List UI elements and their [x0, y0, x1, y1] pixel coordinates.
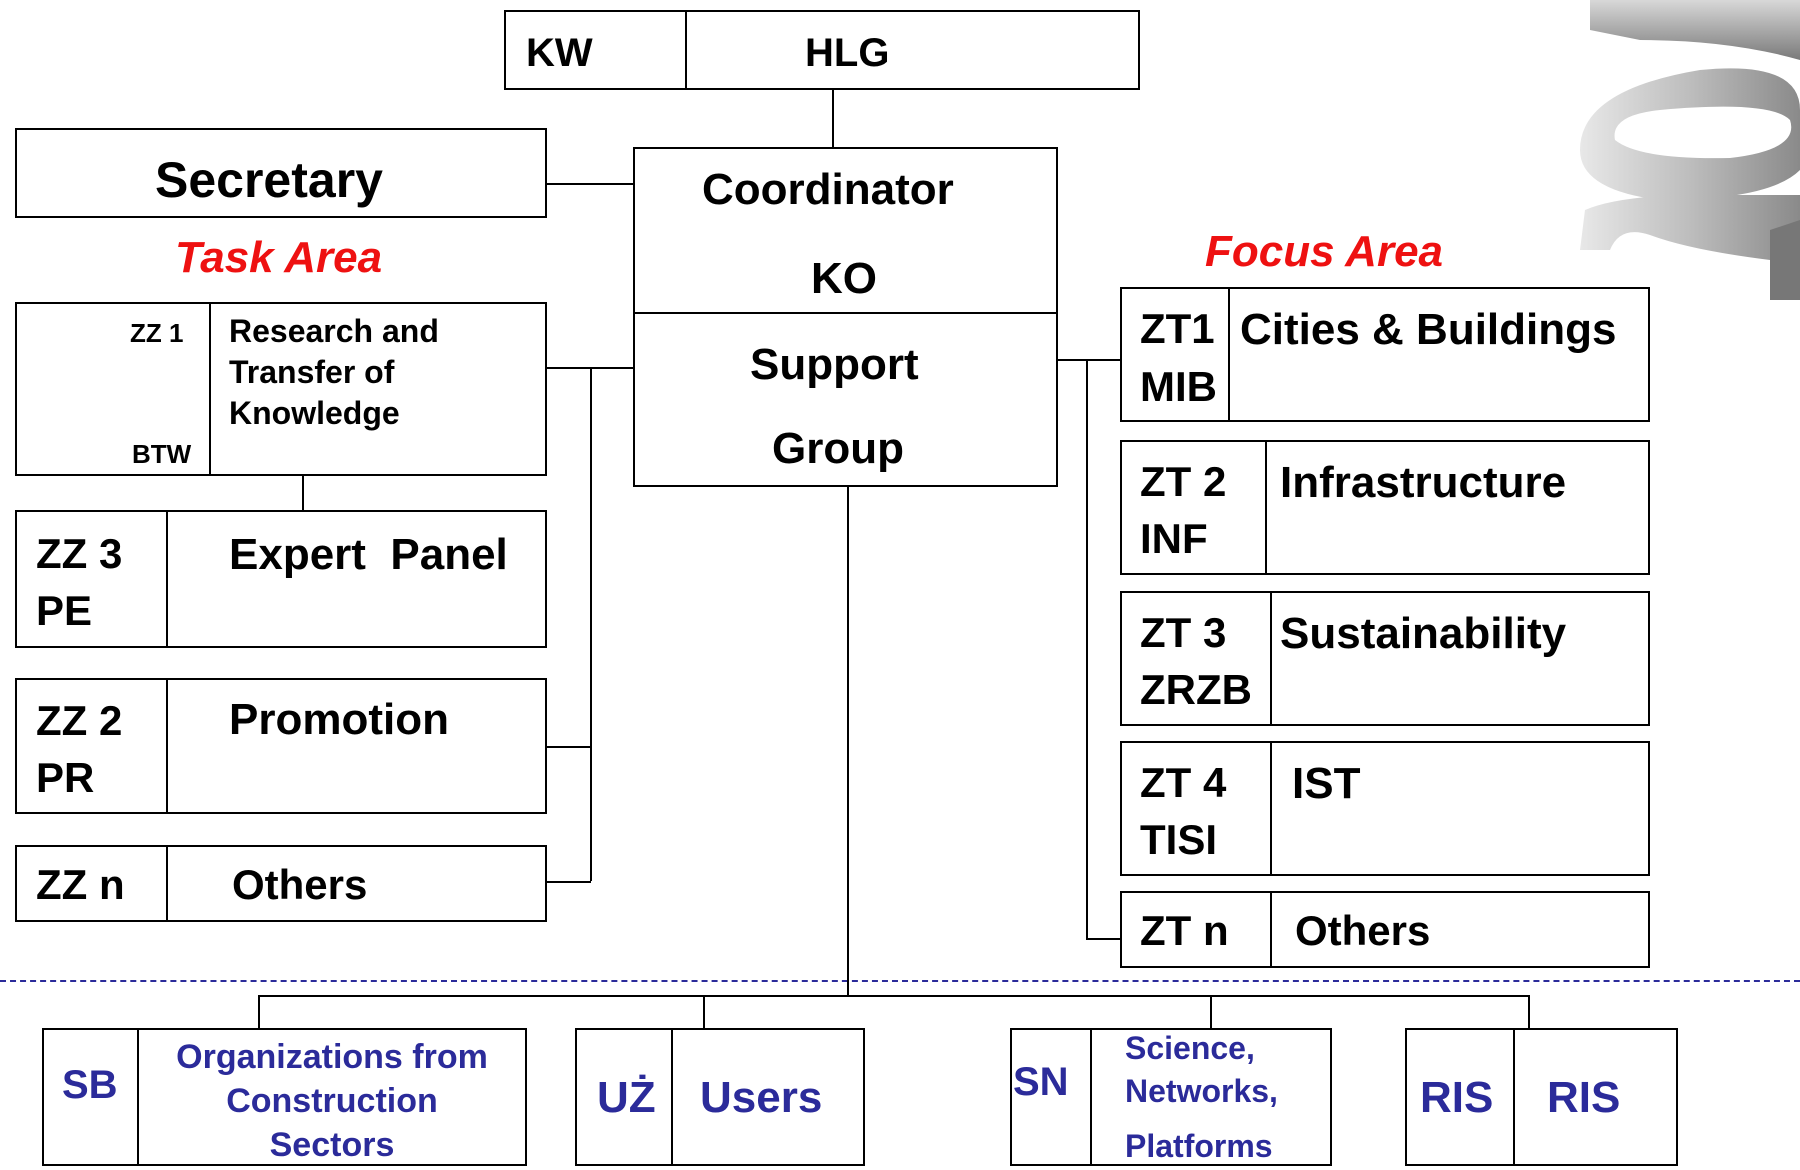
focus-branch-ztn: [1086, 938, 1120, 940]
zt1-box: [1120, 287, 1650, 422]
secretary-label: Secretary: [155, 152, 383, 208]
bottom-branch-uz: [703, 995, 705, 1028]
zt1-code-line1: ZT1: [1140, 305, 1215, 352]
uz-divider: [671, 1028, 673, 1166]
zt1-divider: [1228, 287, 1230, 422]
zz3-code-line1: ZZ 3: [36, 530, 123, 577]
connector-zz1-zz3: [302, 476, 304, 510]
sn-label-line1: Science,: [1125, 1030, 1255, 1066]
zt2-label: Infrastructure: [1280, 458, 1567, 507]
coordinator-label: Coordinator: [702, 165, 954, 214]
hlg-label: HLG: [805, 31, 890, 75]
sb-code: SB: [62, 1063, 118, 1107]
zt2-code-line1: ZT 2: [1140, 458, 1227, 505]
zz3-code-line2: PE: [36, 587, 93, 634]
zzn-box: [15, 845, 547, 922]
sb-label: Organizations from Construction Sectors: [139, 1035, 525, 1167]
zt4-label: IST: [1292, 759, 1361, 808]
sb-label-line1: Organizations from: [176, 1038, 488, 1076]
zzn-label: Others: [232, 861, 368, 908]
decorative-year-graphic: [1580, 0, 1800, 300]
task-branch-zz2: [547, 746, 591, 748]
ris-box: [1405, 1028, 1678, 1166]
sn-label-line3: Platforms: [1125, 1128, 1273, 1164]
zz1-box: [15, 302, 547, 476]
zt2-code-line2: INF: [1140, 515, 1208, 562]
zt3-label: Sustainability: [1280, 609, 1567, 658]
ztn-code: ZT n: [1140, 907, 1229, 954]
dashed-separator: [0, 980, 1800, 982]
zz2-label: Promotion: [229, 695, 449, 744]
connector-hlg-coordinator: [832, 90, 834, 148]
zt3-code-line1: ZT 3: [1140, 609, 1227, 656]
zt2-box: [1120, 440, 1650, 575]
focus-area-title: Focus Area: [1205, 227, 1444, 276]
kw-label: KW: [526, 31, 593, 75]
secretary-box: [15, 128, 547, 218]
bottom-branch-ris: [1528, 995, 1530, 1028]
hlg-divider: [685, 10, 687, 90]
zz3-label: Expert Panel: [229, 530, 508, 579]
support-label: Support: [750, 340, 919, 389]
sn-code: SN: [1013, 1060, 1069, 1104]
ztn-divider: [1270, 891, 1272, 968]
zt3-code-line2: ZRZB: [1140, 666, 1252, 713]
uz-label: Users: [700, 1073, 823, 1122]
uz-code: UŻ: [597, 1073, 656, 1122]
sn-label-line2: Networks,: [1125, 1073, 1278, 1109]
zt2-divider: [1265, 440, 1267, 575]
support-group-box: [633, 312, 1058, 487]
bottom-branch-sn: [1210, 995, 1212, 1028]
connector-secretary-coordinator: [547, 183, 633, 185]
zt4-box: [1120, 741, 1650, 876]
sn-box: [1010, 1028, 1332, 1166]
zz1-code-top: ZZ 1: [130, 318, 184, 348]
task-area-title: Task Area: [175, 233, 383, 282]
ris-code: RIS: [1420, 1073, 1494, 1122]
zzn-divider: [166, 845, 168, 922]
zt4-code-line2: TISI: [1140, 816, 1218, 863]
zz2-box: [15, 678, 547, 814]
zz1-code-bottom: BTW: [132, 439, 192, 469]
sb-label-line2: Construction: [226, 1082, 438, 1120]
zt3-box: [1120, 591, 1650, 726]
connector-support-focus-tree: [1058, 359, 1120, 361]
group-label: Group: [772, 424, 904, 473]
zt1-code-line2: MIB: [1140, 363, 1217, 410]
zt3-divider: [1270, 591, 1272, 726]
ris-divider: [1513, 1028, 1515, 1166]
ris-label: RIS: [1547, 1073, 1621, 1122]
uz-box: [575, 1028, 865, 1166]
zt1-label: Cities & Buildings: [1240, 305, 1617, 354]
zz1-label-line3: Knowledge: [229, 395, 400, 431]
ko-label: KO: [811, 254, 877, 303]
zt4-divider: [1270, 741, 1272, 876]
hlg-box: [504, 10, 1140, 90]
sb-divider: [137, 1028, 139, 1166]
zz2-code-line2: PR: [36, 754, 95, 801]
ztn-box: [1120, 891, 1650, 968]
zz1-label-line1: Research and: [229, 313, 439, 349]
zt4-code-line1: ZT 4: [1140, 759, 1227, 806]
zzn-code: ZZ n: [36, 861, 125, 908]
bottom-tree-bar: [258, 995, 1528, 997]
sb-label-line3: Sectors: [269, 1126, 395, 1164]
task-branch-zzn: [547, 881, 591, 883]
zz1-divider: [209, 302, 211, 476]
sb-box: [42, 1028, 527, 1166]
task-tree-trunk: [590, 367, 592, 881]
zz3-box: [15, 510, 547, 648]
focus-tree-trunk: [1086, 359, 1088, 939]
bottom-branch-sb: [258, 995, 260, 1028]
ztn-label: Others: [1295, 907, 1431, 954]
zz2-code-line1: ZZ 2: [36, 697, 123, 744]
zz1-label-line2: Transfer of: [229, 354, 395, 390]
zz2-divider: [166, 678, 168, 814]
support-group-down-connector: [847, 487, 849, 995]
sn-divider: [1090, 1028, 1092, 1166]
zz3-divider: [166, 510, 168, 648]
